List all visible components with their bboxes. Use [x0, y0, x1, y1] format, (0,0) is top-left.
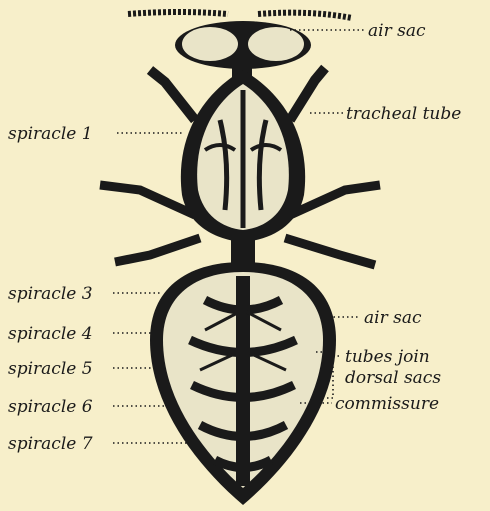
label-spiracle-7: spiracle 7: [8, 434, 93, 454]
label-spiracle-4: spiracle 4: [8, 324, 93, 344]
label-tracheal-tube: tracheal tube: [346, 104, 461, 124]
antennae: [128, 12, 352, 18]
label-tubes-join: tubes join: [345, 347, 430, 367]
label-spiracle-5: spiracle 5: [8, 359, 93, 379]
label-air-sac-head: air sac: [368, 21, 426, 41]
label-commissure: commissure: [335, 394, 439, 414]
thorax: [181, 70, 305, 242]
label-air-sac-abdomen: air sac: [364, 308, 422, 328]
label-spiracle-3: spiracle 3: [8, 284, 93, 304]
label-spiracle-1: spiracle 1: [8, 124, 93, 144]
petiole: [231, 240, 255, 264]
label-dorsal-sacs: dorsal sacs: [345, 368, 441, 388]
abdomen: [150, 262, 336, 505]
label-spiracle-6: spiracle 6: [8, 397, 93, 417]
